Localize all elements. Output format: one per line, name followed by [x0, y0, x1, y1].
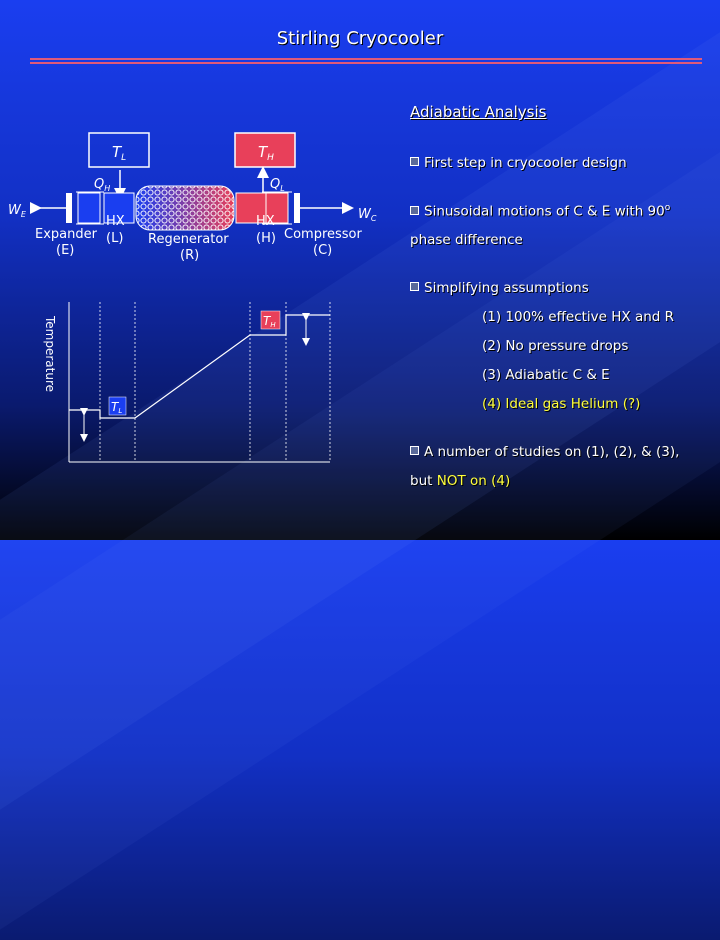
bullet-square-icon: [410, 446, 419, 455]
expander-sublabel: (E): [56, 243, 74, 258]
bullet-square-icon: [410, 282, 419, 291]
compressor-sublabel: (C): [313, 243, 332, 258]
compressor-piston: [294, 193, 300, 223]
assumption-item-highlight: (4) Ideal gas Helium (?): [482, 396, 641, 412]
compressor-label: Compressor: [284, 227, 363, 242]
bullet-continuation: phase difference: [410, 232, 523, 248]
assumption-item: (2) No pressure drops: [482, 338, 629, 354]
bullet-item: Sinusoidal motions of C & E with 90o: [410, 203, 670, 220]
regenerator-sublabel: (R): [180, 248, 199, 263]
cold-reservoir-box: [88, 132, 150, 168]
heat-hot-label: QL: [270, 177, 285, 193]
cold-hx-label: HX: [106, 214, 125, 229]
expander-piston: [66, 193, 72, 223]
temperature-profile-line: [69, 314, 330, 419]
page-title: Stirling Cryocooler: [276, 28, 444, 49]
bullet-square-icon: [410, 157, 419, 166]
bullet-text: Sinusoidal motions of C & E with 90: [424, 203, 665, 220]
temperature-plot: TL TH Temperature: [43, 302, 331, 463]
stirling-schematic: TL TH QH QL WE WC HX (L) Expander (E) Re…: [8, 132, 377, 463]
bullet-item: A number of studies on (1), (2), & (3),: [410, 444, 679, 460]
regenerator-label: Regenerator: [148, 232, 229, 247]
bullet-text: A number of studies on (1), (2), & (3),: [424, 444, 680, 460]
cold-temp-label: TL: [111, 400, 122, 415]
work-compressor-label: WC: [358, 207, 377, 223]
cold-hx-sublabel: (L): [106, 231, 123, 246]
degree-superscript: o: [664, 203, 671, 213]
cold-heat-exchanger: [103, 192, 135, 224]
expander-space: [77, 192, 101, 224]
assumption-item: (3) Adiabatic C & E: [482, 367, 610, 383]
regenerator-matrix: [135, 185, 235, 231]
hot-reservoir-label: TH: [258, 143, 274, 163]
work-expander-label: WE: [8, 203, 27, 219]
bullet-text: Simplifying assumptions: [424, 280, 589, 296]
hot-temp-marker: [260, 310, 281, 330]
hot-heat-exchanger: [235, 192, 267, 224]
not-on-4-highlight: NOT on (4): [436, 473, 511, 489]
assumption-item: (1) 100% effective HX and R: [482, 309, 675, 325]
hot-temp-label: TH: [263, 314, 276, 329]
expander-label: Expander: [35, 227, 98, 242]
temperature-axis-label: Temperature: [43, 315, 57, 392]
bullet-text: but: [410, 473, 437, 489]
bullet-continuation: but NOT on (4): [410, 473, 510, 489]
bullet-item: First step in cryocooler design: [410, 155, 627, 171]
bullet-text: First step in cryocooler design: [424, 155, 627, 171]
cold-temp-marker: [108, 396, 127, 416]
cold-reservoir-label: TL: [112, 143, 126, 163]
section-title: Adiabatic Analysis: [410, 103, 547, 121]
hot-hx-label: HX: [256, 214, 275, 229]
title-rule: [30, 58, 702, 60]
bullet-square-icon: [410, 205, 419, 215]
hot-hx-sublabel: (H): [256, 231, 276, 246]
title-rule: [30, 62, 702, 64]
compression-space: [265, 192, 289, 224]
bullet-item: Simplifying assumptions: [410, 280, 589, 296]
heat-cold-label: QH: [94, 177, 110, 193]
